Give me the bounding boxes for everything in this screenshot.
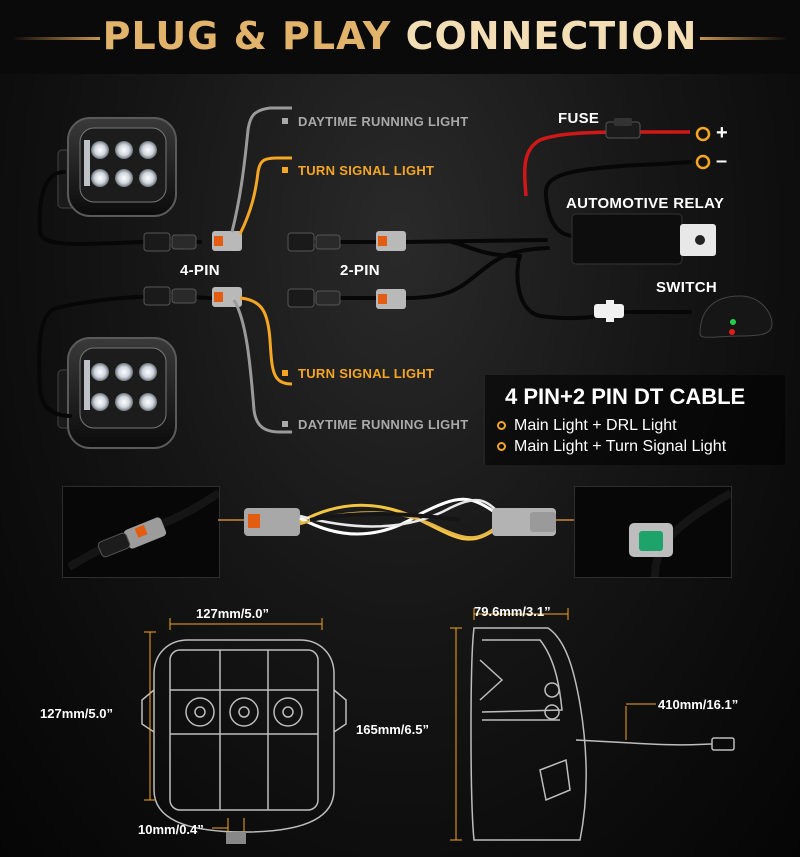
drl-bullet-bottom [282, 421, 288, 427]
wiring-diagram [57, 106, 773, 449]
header-line-left [12, 37, 100, 40]
drl-wire-top [230, 106, 292, 233]
label-switch: SWITCH [656, 279, 717, 296]
label-drl-top: DAYTIME RUNNING LIGHT [298, 114, 469, 129]
connector-photo-right [574, 486, 732, 578]
cable-info-item-2-text: Main Light + Turn Signal Light [514, 438, 727, 455]
lamp-top [57, 117, 177, 217]
fuse-holder [605, 118, 641, 139]
lamp-bottom [57, 337, 177, 449]
cable-info-item-1: Main Light + DRL Light [497, 417, 677, 435]
ring-bullet-icon [497, 421, 506, 431]
label-plus: + [716, 122, 728, 144]
connector-photo-left [62, 486, 220, 578]
header: PLUG & PLAY CONNECTION [0, 0, 800, 74]
turn-bullet-bottom [282, 370, 288, 376]
dim-cable-length: 410mm/16.1” [658, 697, 739, 712]
dim-side-depth: 79.6mm/3.1” [474, 604, 551, 619]
switch-unit [594, 295, 773, 338]
label-2pin: 2-PIN [340, 262, 380, 279]
cable-info-heading: 4 PIN+2 PIN DT CABLE [505, 384, 746, 409]
title-plug-play: PLUG & PLAY [102, 14, 392, 58]
label-relay: AUTOMOTIVE RELAY [566, 195, 725, 212]
cable-info-box: 4 PIN+2 PIN DT CABLE Main Light + DRL Li… [483, 375, 785, 465]
turn-bullet-top [282, 167, 288, 173]
label-turn-bottom: TURN SIGNAL LIGHT [298, 366, 435, 381]
label-turn-top: TURN SIGNAL LIGHT [298, 163, 435, 178]
front-dimension-lines [144, 618, 323, 842]
cable-info-item-1-text: Main Light + DRL Light [514, 417, 677, 434]
cable-info-item-2: Main Light + Turn Signal Light [497, 438, 726, 456]
front-view [141, 639, 347, 833]
dim-front-height: 127mm/5.0” [40, 706, 113, 721]
dim-bracket: 10mm/0.4” [138, 822, 204, 837]
label-4pin: 4-PIN [180, 262, 220, 279]
turn-wire-top [238, 156, 292, 235]
label-minus: – [716, 150, 728, 172]
ring-bullet-icon [497, 442, 506, 452]
label-drl-bottom: DAYTIME RUNNING LIGHT [298, 417, 469, 432]
turn-wire-bottom [239, 296, 293, 386]
title-connection: CONNECTION [405, 14, 698, 58]
page-title: PLUG & PLAY CONNECTION [0, 14, 800, 58]
side-dimension-lines [450, 608, 656, 841]
terminal-positive [695, 126, 711, 142]
drl-wire-bottom [232, 299, 292, 434]
relay [571, 213, 716, 265]
drl-bullet-top [282, 118, 288, 124]
label-fuse: FUSE [558, 110, 600, 127]
dim-front-width: 127mm/5.0” [196, 606, 269, 621]
header-line-right [700, 37, 788, 40]
connectors [143, 231, 406, 309]
side-view [470, 627, 735, 841]
terminal-negative [695, 154, 711, 170]
dim-side-height: 165mm/6.5” [356, 722, 429, 737]
